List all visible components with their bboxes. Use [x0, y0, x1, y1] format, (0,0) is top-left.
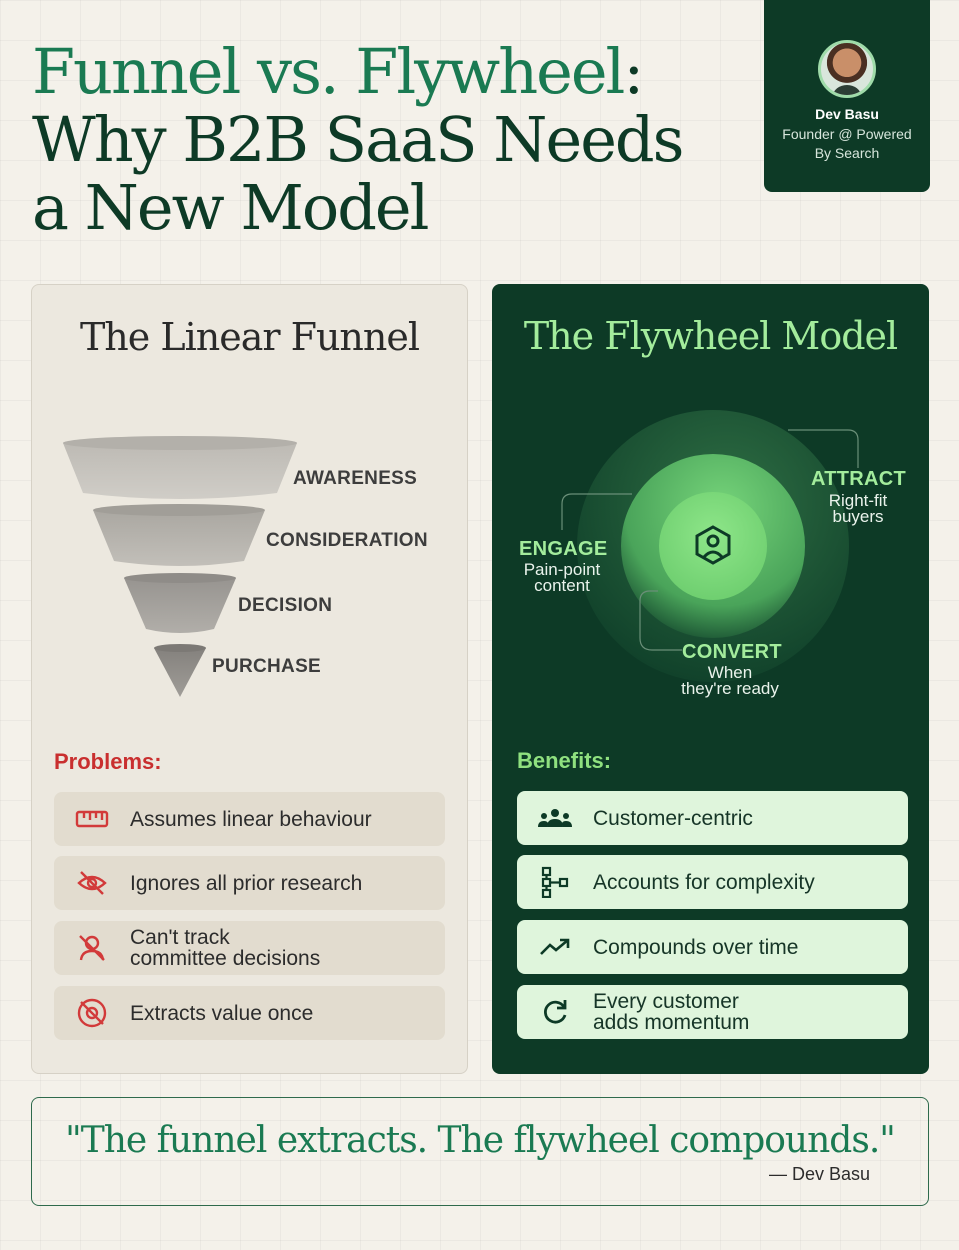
benefits-heading: Benefits: [517, 748, 612, 773]
problem-item-research: Ignores all prior research [54, 856, 445, 910]
title-line-1-text: Funnel vs. Flywheel [32, 35, 625, 108]
benefit-text: Compounds over time [593, 935, 799, 959]
funnel-layer-purchase [154, 644, 206, 697]
funnel-stage-purchase: PURCHASE [212, 656, 322, 677]
benefit-text: Accounts for complexity [593, 870, 815, 894]
problem-text: Assumes linear behaviour [130, 807, 372, 831]
flywheel-graphic [561, 410, 859, 682]
funnel-panel-title: The Linear Funnel [79, 315, 420, 359]
avatar [818, 40, 876, 98]
author-name: Dev Basu [815, 106, 879, 122]
linear-funnel-panel: The Linear Funnel AWARENESS CONSIDERATIO… [31, 284, 468, 1074]
benefit-item-customer-centric: Customer-centric [517, 791, 908, 845]
quote-text: "The funnel extracts. The flywheel compo… [65, 1120, 896, 1161]
engage-heading: ENGAGE [519, 538, 608, 560]
convert-connector [639, 590, 682, 651]
funnel-stage-consideration: CONSIDERATION [266, 530, 428, 551]
problem-text: Ignores all prior research [130, 871, 363, 895]
convert-heading: CONVERT [682, 641, 782, 663]
benefit-text: Customer-centric [593, 806, 753, 830]
funnel-stage-decision: DECISION [238, 595, 333, 616]
problem-item-linear: Assumes linear behaviour [54, 792, 445, 846]
hexagon-person-icon [695, 525, 731, 565]
funnel-layer-decision [124, 573, 236, 633]
hierarchy-icon [517, 866, 593, 898]
funnel-layer-consideration [93, 504, 265, 566]
author-role-line-2: By Search [814, 145, 880, 161]
author-card: Dev Basu Founder @ Powered By Search [764, 0, 930, 192]
problems-heading: Problems: [54, 749, 162, 774]
refresh-icon [517, 998, 593, 1026]
funnel-graphic [63, 436, 297, 697]
quote-attribution: — Dev Basu [768, 1164, 870, 1184]
title-colon: : [623, 35, 644, 108]
attract-heading: ATTRACT [811, 468, 907, 490]
page-title: Funnel vs. Flywheel: Why B2B SaaS Needs … [32, 38, 732, 242]
flywheel-panel: The Flywheel Model [492, 284, 929, 1074]
author-role-line-1: Founder @ Powered [782, 126, 912, 142]
users-group-icon [517, 807, 593, 829]
title-line-2: Why B2B SaaS Needs [32, 103, 684, 176]
attract-connector [788, 429, 859, 468]
trending-up-icon [517, 937, 593, 957]
benefit-item-complexity: Accounts for complexity [517, 855, 908, 909]
eye-off-icon [54, 869, 130, 897]
problem-text: Extracts value once [130, 1001, 314, 1025]
engage-connector [561, 493, 632, 530]
benefit-item-compounds: Compounds over time [517, 920, 908, 974]
title-line-3: a New Model [32, 171, 429, 244]
title-line-1: Funnel vs. Flywheel: [32, 38, 732, 106]
problem-item-extracts: Extracts value once [54, 986, 445, 1040]
target-off-icon [54, 997, 130, 1029]
user-off-icon [54, 933, 130, 963]
ruler-icon [54, 808, 130, 830]
quote-box: "The funnel extracts. The flywheel compo… [31, 1097, 929, 1206]
flywheel-panel-title: The Flywheel Model [523, 314, 898, 358]
funnel-stage-awareness: AWARENESS [293, 468, 418, 489]
funnel-layer-awareness [63, 436, 297, 499]
